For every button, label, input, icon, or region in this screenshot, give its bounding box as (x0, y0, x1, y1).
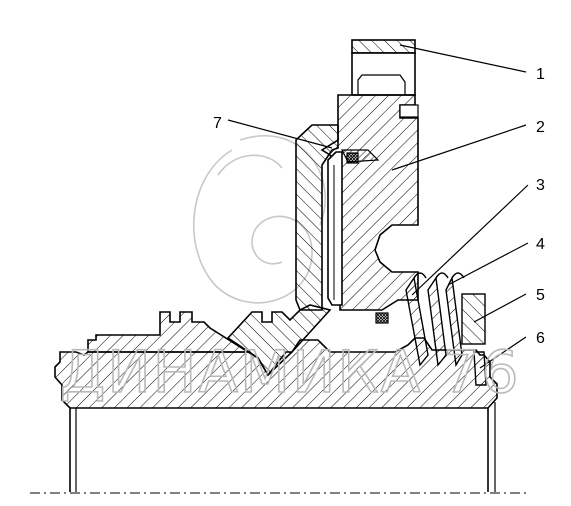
callout-6: 6 (536, 330, 545, 347)
retainer-part-6 (473, 351, 487, 386)
callout-7: 7 (213, 115, 222, 132)
o-ring-upper (346, 152, 359, 164)
callout-labels: 1 2 3 4 5 6 7 (213, 66, 545, 347)
o-ring-lower (375, 312, 389, 324)
rotor-body-part-2 (320, 94, 419, 311)
upper-ring-part-1 (351, 39, 416, 96)
callout-1: 1 (536, 66, 545, 83)
callout-3: 3 (536, 177, 545, 194)
callout-2: 2 (536, 119, 545, 136)
housing-arm (226, 304, 332, 377)
watermark-text: ДИНАМИКА 76 (60, 338, 521, 406)
callout-4: 4 (536, 236, 545, 253)
callout-5: 5 (536, 287, 545, 304)
spring-stack-part-3-4 (405, 272, 465, 368)
hub-ribs (87, 311, 251, 353)
ring-part-5 (461, 293, 486, 345)
leader-lines (227, 44, 529, 369)
housing-wall (295, 124, 339, 311)
